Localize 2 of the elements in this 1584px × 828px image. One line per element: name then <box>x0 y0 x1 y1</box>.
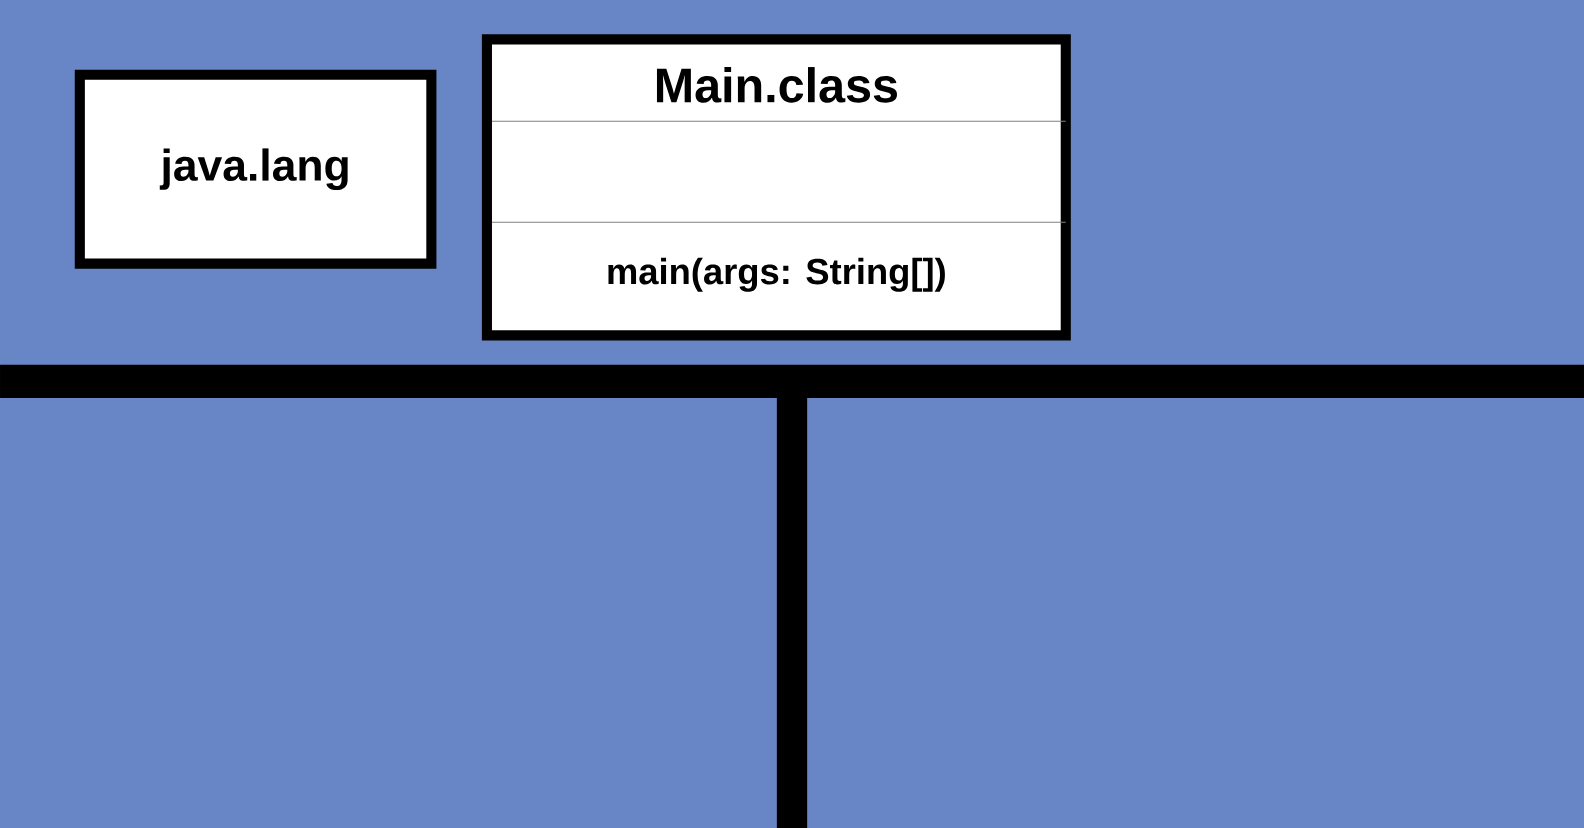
package-box: java.lang <box>74 69 437 269</box>
class-box: Main.class main(args: String[]) <box>481 34 1071 341</box>
